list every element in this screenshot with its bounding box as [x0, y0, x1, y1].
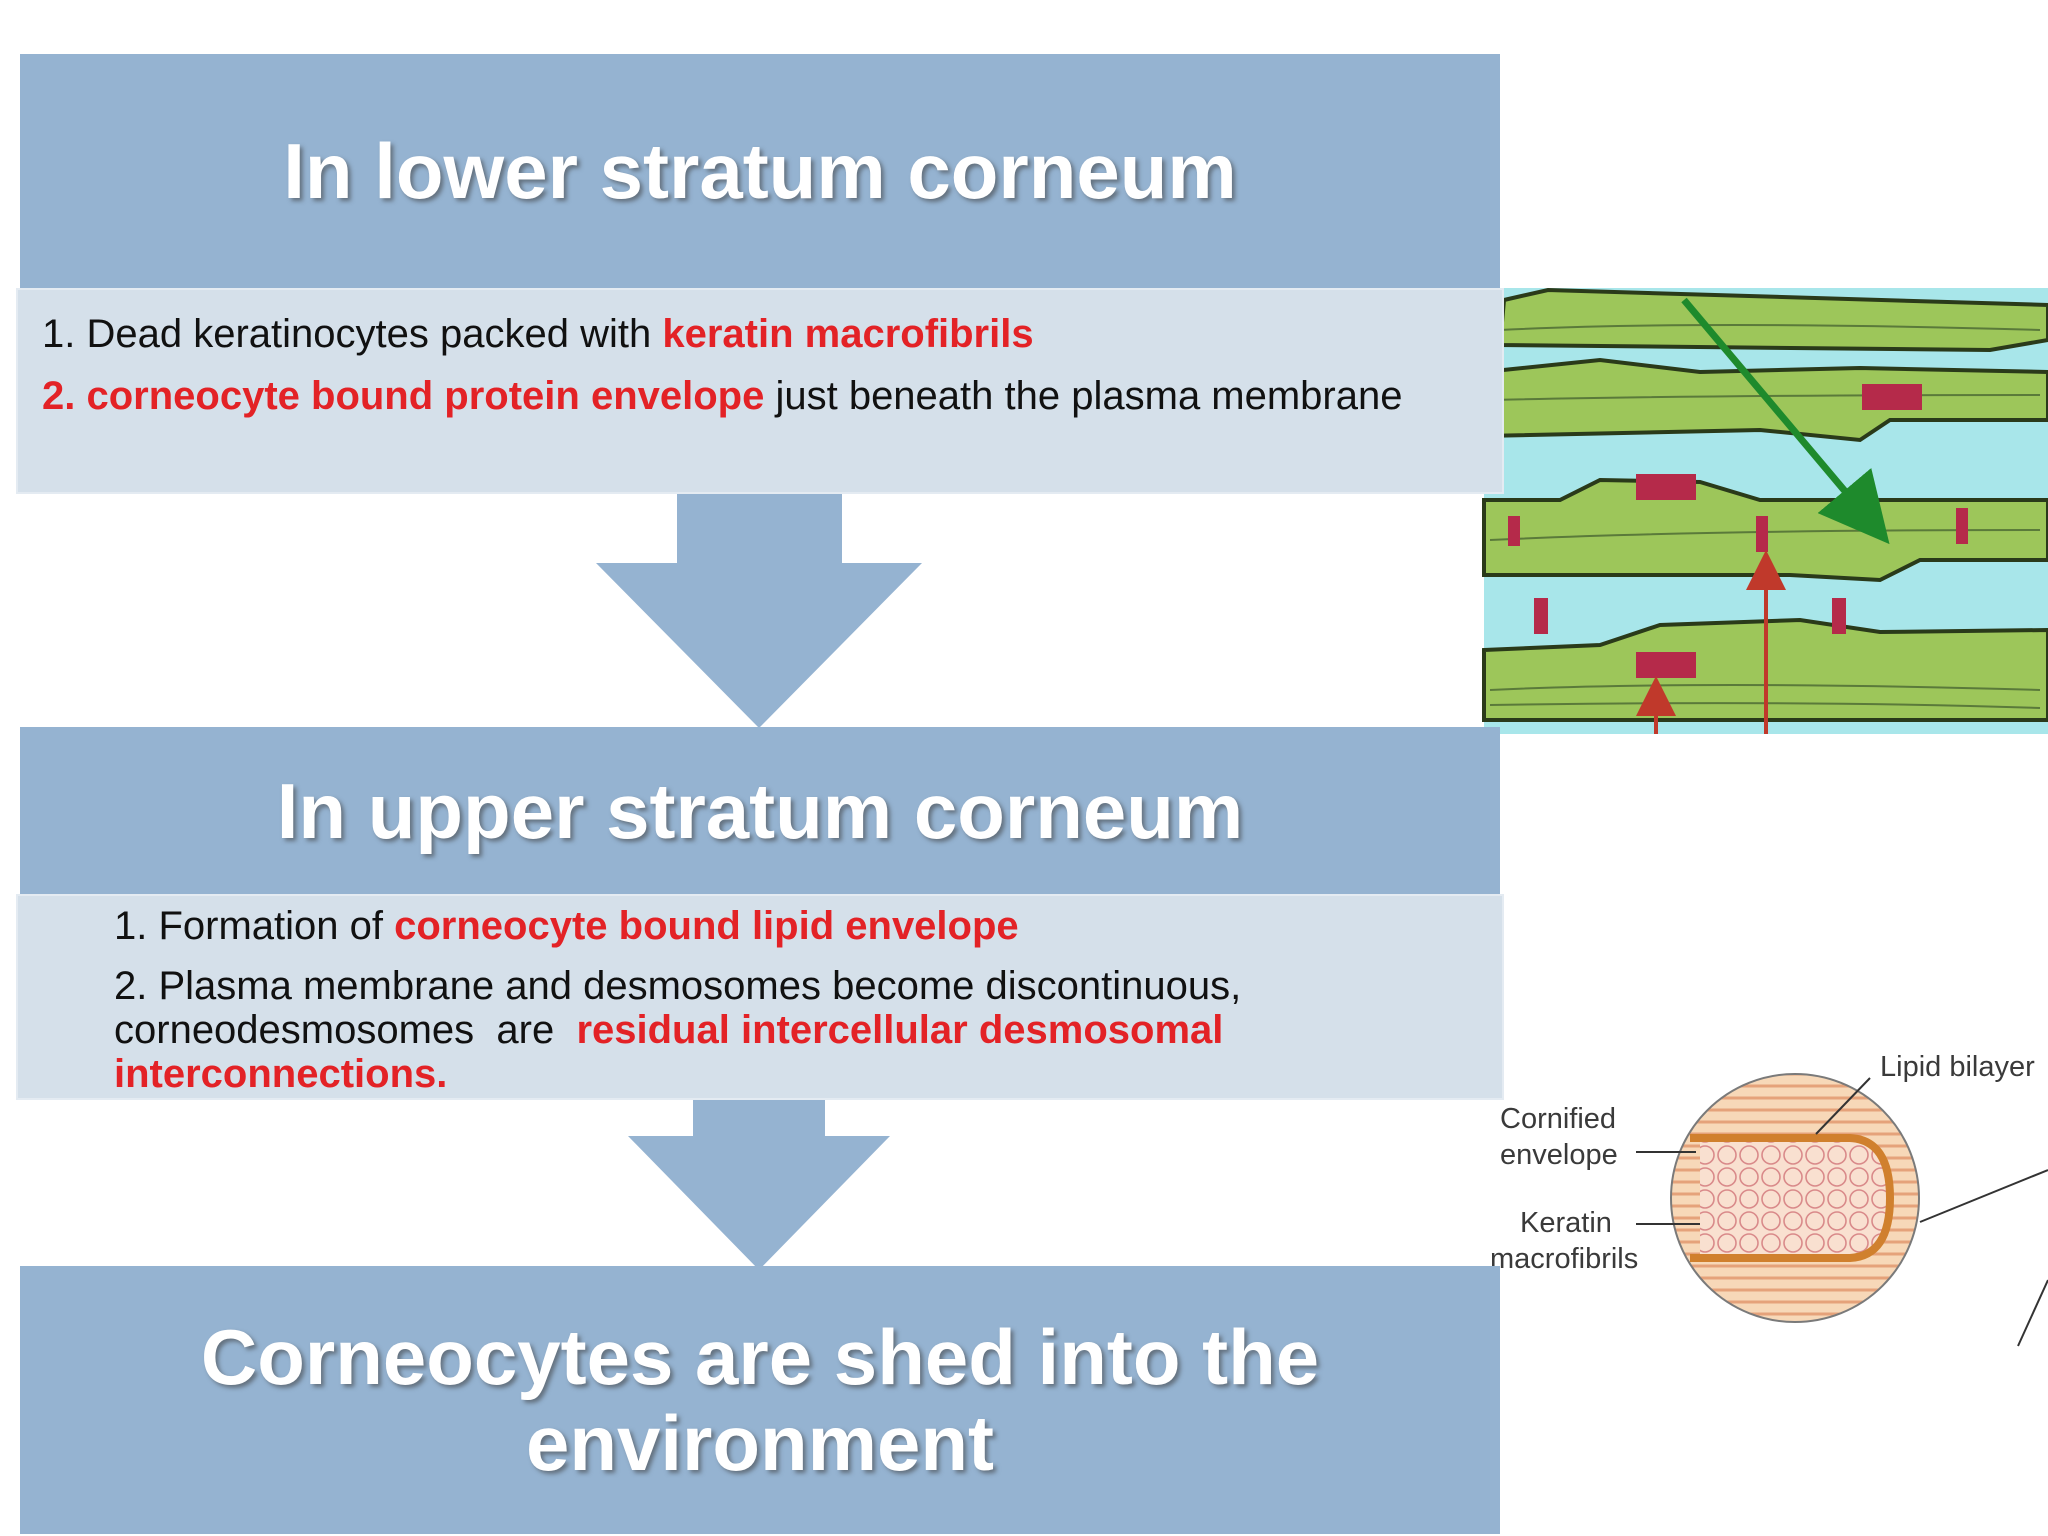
- label-keratin-macrofibrils-line1: Keratin: [1520, 1207, 1612, 1239]
- step3-header: Corneocytes are shed into the environmen…: [20, 1266, 1500, 1534]
- step2-point1: 1. Formation of corneocyte bound lipid e…: [114, 904, 1478, 948]
- step2-point2-text: 2. Plasma membrane and desmosomes become…: [114, 964, 1253, 1052]
- step2-point1-highlight: corneocyte bound lipid envelope: [394, 904, 1019, 948]
- label-keratin-macrofibrils-line2: macrofibrils: [1490, 1243, 1638, 1275]
- step2-point2: 2. Plasma membrane and desmosomes become…: [114, 964, 1478, 1096]
- label-lipid-bilayer: Lipid bilayer: [1880, 1051, 2035, 1083]
- step1-title: In lower stratum corneum: [283, 126, 1237, 215]
- step2-point2-highlight: residual intercellular desmosomal interc…: [114, 1008, 1235, 1096]
- stratum-corneum-layers-illustration: [1482, 287, 2048, 734]
- step2-header: In upper stratum corneum: [20, 727, 1500, 895]
- label-cornified-envelope-line1: Cornified: [1500, 1103, 1616, 1135]
- step1-point2: 2. corneocyte bound protein envelope jus…: [42, 374, 1478, 418]
- step3-title: Corneocytes are shed into the environmen…: [200, 1313, 1320, 1487]
- step1-header: In lower stratum corneum: [20, 54, 1500, 288]
- flow-arrow-down-1: [596, 494, 922, 728]
- step2-title: In upper stratum corneum: [276, 766, 1244, 855]
- label-cornified-envelope-line2: envelope: [1500, 1139, 1618, 1171]
- step2-points: 1. Formation of corneocyte bound lipid e…: [16, 894, 1504, 1100]
- step1-point1-highlight: keratin macrofibrils: [662, 312, 1034, 356]
- step1-points: 1. Dead keratinocytes packed with kerati…: [16, 288, 1504, 494]
- step1-point1-text: 1. Dead keratinocytes packed with: [42, 312, 663, 356]
- step1-point1: 1. Dead keratinocytes packed with kerati…: [42, 312, 1478, 356]
- flow-arrow-down-2: [628, 1100, 890, 1270]
- step2-point1-text: 1. Formation of: [114, 904, 395, 948]
- step1-point2-text: just beneath the plasma membrane: [764, 374, 1403, 418]
- corneocyte-envelope-illustration: [1636, 1073, 2048, 1347]
- step1-point2-highlight: 2. corneocyte bound protein envelope: [42, 374, 765, 418]
